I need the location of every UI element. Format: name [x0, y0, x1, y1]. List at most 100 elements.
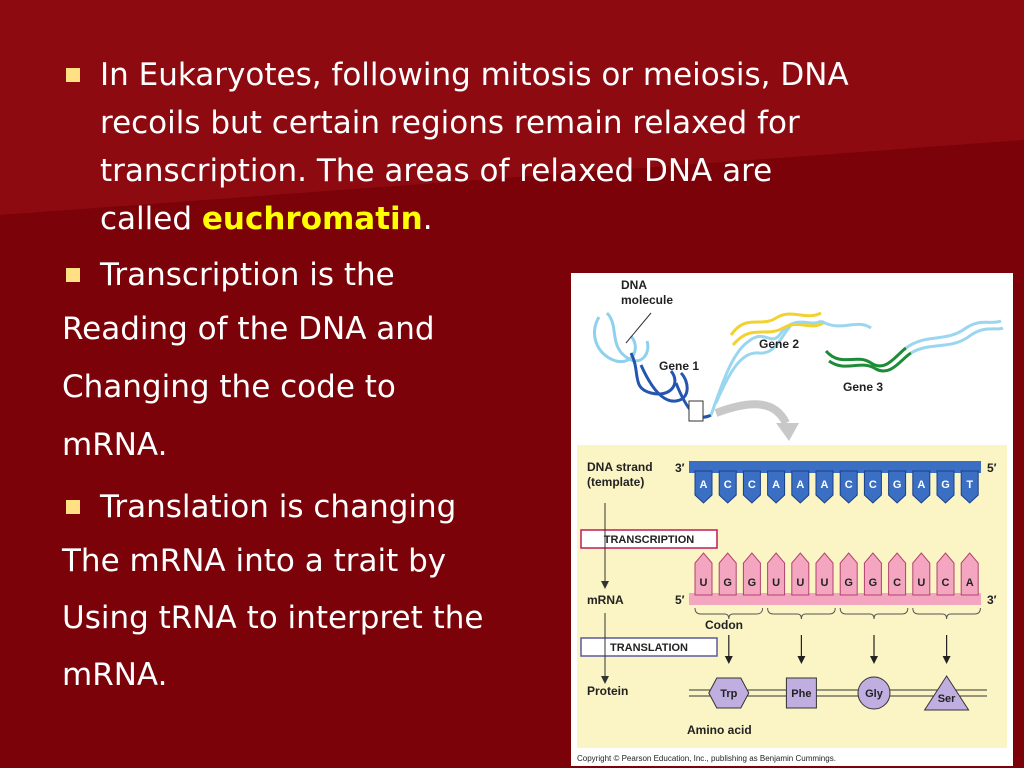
- dna-base-letter: C: [845, 479, 853, 491]
- copyright-text: Copyright © Pearson Education, Inc., pub…: [577, 754, 836, 763]
- dna-base-letter: G: [893, 479, 902, 491]
- figure-svg: DNA molecule Gene 1 Gene 2 Gene 3 DNA st…: [577, 278, 1007, 763]
- bullet-3-line-1: The mRNA into a trait by: [62, 543, 447, 579]
- bullet-1-line-2: recoils but certain regions remain relax…: [100, 105, 800, 141]
- bullet-2-line-1: Reading of the DNA and: [62, 311, 435, 347]
- codon-brace: [694, 607, 764, 620]
- dna-base-letter: C: [748, 479, 756, 491]
- translation-label-box: [580, 637, 718, 657]
- dna-base: A: [694, 470, 713, 504]
- mrna-base-letter: U: [772, 577, 780, 589]
- bullet-marker: [66, 268, 80, 282]
- dna-base: A: [815, 470, 834, 504]
- mrna-base: G: [742, 552, 761, 596]
- mrna-base-letter: G: [723, 577, 732, 589]
- amino-acid: Gly: [857, 676, 891, 710]
- dna-backbone: [689, 461, 981, 473]
- dna-molecule: [593, 311, 1004, 419]
- mrna-base: C: [888, 552, 907, 596]
- zoom-arrow: [714, 400, 790, 425]
- dna-base: C: [839, 470, 858, 504]
- mrna-base-letter: G: [844, 577, 853, 589]
- amino-acid: Trp: [708, 677, 750, 709]
- codon-arrowhead: [797, 656, 806, 664]
- mrna-base: G: [863, 552, 882, 596]
- amino-acid-circle: [857, 676, 891, 710]
- codon-arrowhead: [942, 656, 951, 664]
- mrna-base-letter: A: [966, 577, 974, 589]
- mrna-label: mRNA: [587, 593, 624, 607]
- transcription-arrowhead: [601, 581, 609, 589]
- amino-acid-square: [785, 677, 817, 709]
- mrna-base: U: [791, 552, 810, 596]
- mrna-base-letter: U: [796, 577, 804, 589]
- mrna-base: U: [694, 552, 713, 596]
- amino-acid-name: Gly: [865, 688, 884, 700]
- dna-base-letter: C: [869, 479, 877, 491]
- bullet-2-line-3: mRNA.: [62, 427, 168, 463]
- dna-base: G: [888, 470, 907, 504]
- gene-expression-figure: DNA molecule Gene 1 Gene 2 Gene 3 DNA st…: [571, 273, 1013, 766]
- gene-1-label: Gene 1: [659, 359, 699, 373]
- codon-arrowhead: [724, 656, 733, 664]
- gene-2-label: Gene 2: [759, 337, 799, 351]
- transcription-label: TRANSCRIPTION: [604, 534, 695, 546]
- transcription-label-box: [580, 529, 718, 549]
- codon-brace: [912, 607, 981, 620]
- dna-base-letter: G: [941, 479, 950, 491]
- gene1-box: [688, 400, 704, 422]
- amino-acid: Ser: [923, 675, 970, 711]
- dna-base: A: [791, 470, 810, 504]
- euchromatin-term: euchromatin: [201, 201, 423, 237]
- bullet-1-suffix: .: [422, 201, 433, 237]
- codon-arrows: [724, 635, 951, 664]
- mrna-base-letter: U: [821, 577, 829, 589]
- dna-base: C: [742, 470, 761, 504]
- mrna-base-letter: C: [893, 577, 901, 589]
- dna-base: A: [767, 470, 786, 504]
- dna-base-letter: A: [772, 479, 780, 491]
- translation-arrowhead: [601, 676, 609, 684]
- dna-strand-label-2: (template): [587, 475, 644, 489]
- mrna-base: U: [912, 552, 931, 596]
- protein-label: Protein: [587, 684, 628, 698]
- dna-base: C: [863, 470, 882, 504]
- dna-5-prime: 5′: [987, 461, 997, 475]
- dna-3-prime: 3′: [675, 461, 685, 475]
- codon-braces: [694, 607, 981, 620]
- gene-3-label: Gene 3: [843, 380, 883, 394]
- mrna-base: U: [815, 552, 834, 596]
- dna-base: T: [960, 470, 979, 504]
- bullet-3-head: Translation is changing: [100, 489, 457, 525]
- bullet-3-line-2: Using tRNA to interpret the: [62, 600, 484, 636]
- amino-acid-name: Phe: [791, 688, 811, 700]
- dna-pointer-line: [625, 312, 652, 344]
- mrna-5-prime: 5′: [675, 593, 685, 607]
- zoom-arrowhead: [776, 423, 799, 441]
- dna-base-letter: A: [796, 479, 804, 491]
- bullet-2-head: Transcription is the: [100, 257, 395, 293]
- amino-acid-triangle: [923, 675, 970, 711]
- mrna-base: U: [767, 552, 786, 596]
- bullet-marker: [66, 500, 80, 514]
- codon-brace: [839, 607, 909, 620]
- mrna-base-letter: G: [869, 577, 878, 589]
- dna-base-letter: A: [917, 479, 925, 491]
- codon-arrowhead: [870, 656, 878, 664]
- mrna-base-letter: G: [748, 577, 757, 589]
- dna-strand-label-1: DNA strand: [587, 460, 653, 474]
- amino-acid-hexagon: [708, 677, 750, 709]
- bullet-marker: [66, 68, 80, 82]
- dna-molecule-label-1: DNA: [621, 278, 647, 292]
- codon-label: Codon: [705, 618, 743, 632]
- amino-acid-name: Trp: [720, 688, 737, 700]
- dna-base: G: [936, 470, 955, 504]
- mrna-base: A: [960, 552, 979, 596]
- mrna-base-letter: U: [700, 577, 708, 589]
- bullet-1-line-1: In Eukaryotes, following mitosis or meio…: [100, 57, 849, 93]
- bullet-1-line-4: called euchromatin.: [100, 195, 849, 243]
- mrna-base: G: [839, 552, 858, 596]
- mrna-3-prime: 3′: [987, 593, 997, 607]
